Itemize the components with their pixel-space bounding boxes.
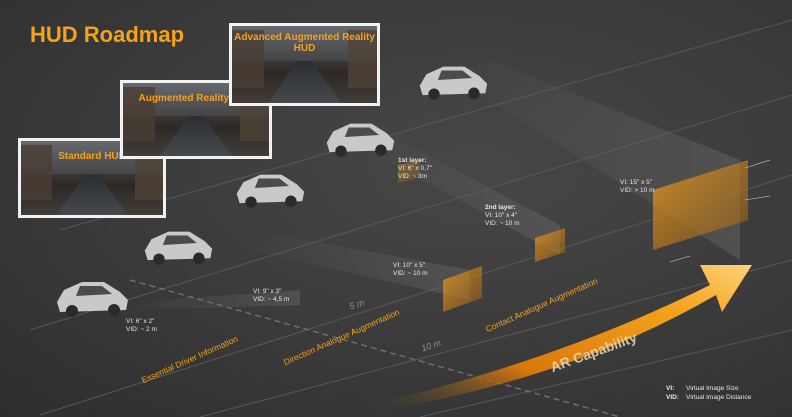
screen-label: Standard HUD <box>58 151 126 163</box>
beam-1 <box>130 290 300 310</box>
car-icon <box>419 66 488 100</box>
spec-second-layer: 2nd layer: VI: 10" x 4" VID: ~ 10 m <box>485 204 520 227</box>
legend: VI:Virtual Image Size VID:Virtual Image … <box>666 384 751 402</box>
car-icon <box>326 123 395 157</box>
spec-direction-far: VI: 10" x 5" VID: ~ 10 m <box>393 262 428 277</box>
hud-panel-2 <box>443 266 482 312</box>
slide-title: HUD Roadmap <box>30 22 185 47</box>
spec-advanced: VI: 15" x 5" VID: > 10 m <box>620 179 655 194</box>
hud-panel-4 <box>653 160 748 250</box>
screen-label: Advanced Augmented Reality HUD <box>234 32 375 55</box>
beam-2 <box>250 235 470 300</box>
legend-item: VID:Virtual Image Distance <box>666 394 752 401</box>
beam-3 <box>350 130 560 255</box>
legend-item: VI:Virtual Image Size <box>666 385 739 392</box>
spec-first-layer: 1st layer: VI: 6" x 0,7" VID: ~ 3m <box>398 157 432 180</box>
hud-panel-3 <box>535 228 565 262</box>
car-icon <box>57 282 128 317</box>
ar-capability-arrow <box>370 265 752 412</box>
car-icon <box>236 174 305 208</box>
spec-essential: VI: 6" x 2" VID: ~ 2 m <box>126 318 157 333</box>
hud-panel-1 <box>398 160 420 183</box>
screen-label: Augmented Reality HUD <box>138 93 254 105</box>
car-icon <box>144 231 213 265</box>
screen-advanced-ar-hud: Advanced Augmented Reality HUD <box>229 23 380 106</box>
spec-direction: VI: 9" x 3" VID: ~ 4,5 m <box>253 288 290 303</box>
